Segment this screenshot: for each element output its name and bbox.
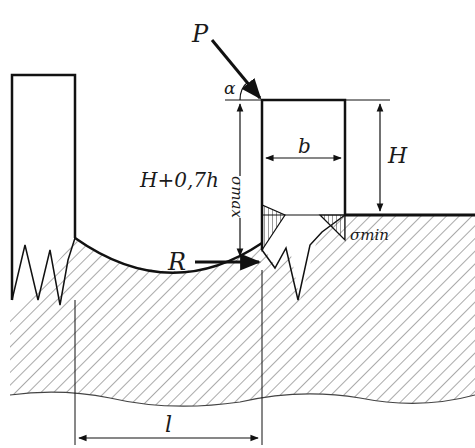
angle-label: α: [224, 80, 235, 97]
force-label: R: [168, 250, 186, 274]
force-label: P: [192, 22, 208, 46]
dimension-label: b: [298, 136, 311, 156]
stress-label: σmax: [229, 176, 244, 218]
dimension-label: l: [165, 414, 172, 436]
dimension-label: H+0,7h: [140, 170, 219, 190]
stress-label: σmin: [350, 228, 389, 243]
dimension-label: H: [388, 145, 407, 167]
